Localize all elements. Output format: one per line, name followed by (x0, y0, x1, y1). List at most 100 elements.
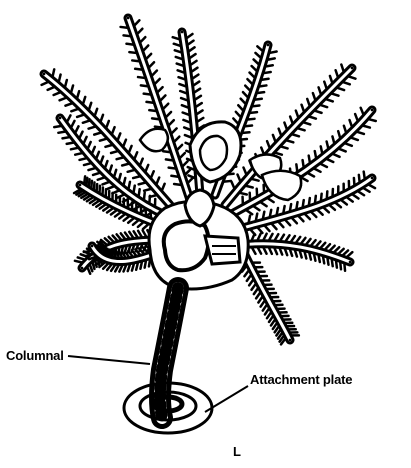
pinnule (146, 54, 151, 59)
columnal-label: Columnal (6, 348, 64, 363)
pinnule (144, 46, 149, 51)
pinnule (140, 262, 141, 269)
pinnule (84, 163, 90, 165)
pinnule (323, 257, 324, 264)
pinnule (303, 160, 304, 167)
pinnule (174, 44, 180, 46)
pinnule (106, 121, 108, 127)
pinnule (241, 99, 246, 104)
pinnule (80, 158, 87, 160)
pinnule (272, 224, 276, 229)
pinnule (183, 120, 189, 122)
pinnule (65, 80, 67, 86)
pinnule (145, 261, 146, 268)
pinnule (101, 156, 103, 162)
pinnule (103, 207, 108, 211)
pinnule (258, 297, 262, 303)
pinnule (256, 214, 257, 221)
pinnule (344, 126, 346, 132)
pinnule (270, 52, 277, 53)
pinnule (155, 79, 160, 84)
pinnule (257, 46, 262, 50)
pinnule (255, 99, 262, 100)
pinnule (119, 214, 124, 218)
pinnule (155, 127, 162, 128)
pinnule (84, 251, 91, 252)
pinnule (254, 289, 258, 294)
pinnule (132, 264, 134, 270)
pinnule (119, 174, 121, 180)
pinnule (126, 44, 133, 45)
pinnule (369, 185, 375, 188)
pinnule (309, 253, 311, 260)
pinnule (185, 135, 191, 137)
pinnule (269, 316, 273, 322)
pinnule (54, 92, 60, 95)
pinnule (293, 134, 299, 136)
pinnule (152, 71, 157, 76)
pinnule (249, 216, 250, 223)
pinnule (324, 208, 329, 213)
pinnule (107, 186, 113, 188)
attachment-leader (205, 386, 248, 412)
pinnule (321, 194, 322, 201)
pinnule (88, 142, 91, 148)
pinnule (363, 126, 369, 128)
pinnule (262, 79, 269, 80)
pinnule (139, 183, 145, 185)
pinnule (255, 53, 260, 58)
pinnule (134, 186, 135, 193)
pinnule (60, 98, 66, 100)
pinnule (268, 58, 275, 59)
pinnule (161, 95, 166, 100)
pinnule (333, 154, 339, 157)
attachment-plate-label: Attachment plate (250, 372, 352, 387)
pinnule (143, 225, 148, 229)
pinnule (258, 228, 262, 233)
pinnule (359, 175, 360, 182)
pinnule (311, 240, 315, 245)
pinnule (129, 52, 136, 53)
pinnule (252, 234, 255, 240)
pinnule (305, 252, 307, 258)
pinnule (336, 261, 337, 268)
pinnule (128, 218, 133, 222)
pinnule (117, 157, 123, 159)
pinnule (244, 168, 247, 174)
pinnule (141, 85, 148, 86)
pinnule (54, 126, 61, 127)
pinnule (295, 250, 297, 256)
pinnule (330, 76, 332, 82)
pinnule (270, 210, 271, 217)
pinnule (172, 128, 177, 133)
pinnule (94, 133, 100, 135)
pinnule (327, 159, 333, 162)
pinnule (347, 252, 352, 256)
pinnule (342, 200, 347, 204)
pinnule (314, 254, 315, 261)
pinnule (347, 198, 352, 202)
pinnule (330, 205, 335, 209)
pinnule (111, 250, 113, 256)
pinnule (290, 204, 291, 211)
pinnule (346, 143, 352, 145)
pinnule (247, 275, 251, 280)
pinnule (269, 248, 272, 254)
pinnule (135, 152, 138, 158)
pinnule (254, 59, 259, 64)
pinnule (169, 168, 176, 169)
pinnule (129, 182, 130, 189)
pinnule (327, 258, 328, 265)
pinnule (350, 120, 352, 126)
pinnule (267, 141, 269, 147)
pinnule (90, 265, 92, 271)
pinnule (180, 153, 185, 158)
pinnule (286, 235, 290, 241)
pinnule (298, 128, 304, 130)
pinnule (253, 105, 260, 106)
pinnule (339, 149, 345, 152)
pinnule (114, 170, 116, 176)
pinnule (290, 249, 292, 255)
pinnule (75, 153, 82, 154)
